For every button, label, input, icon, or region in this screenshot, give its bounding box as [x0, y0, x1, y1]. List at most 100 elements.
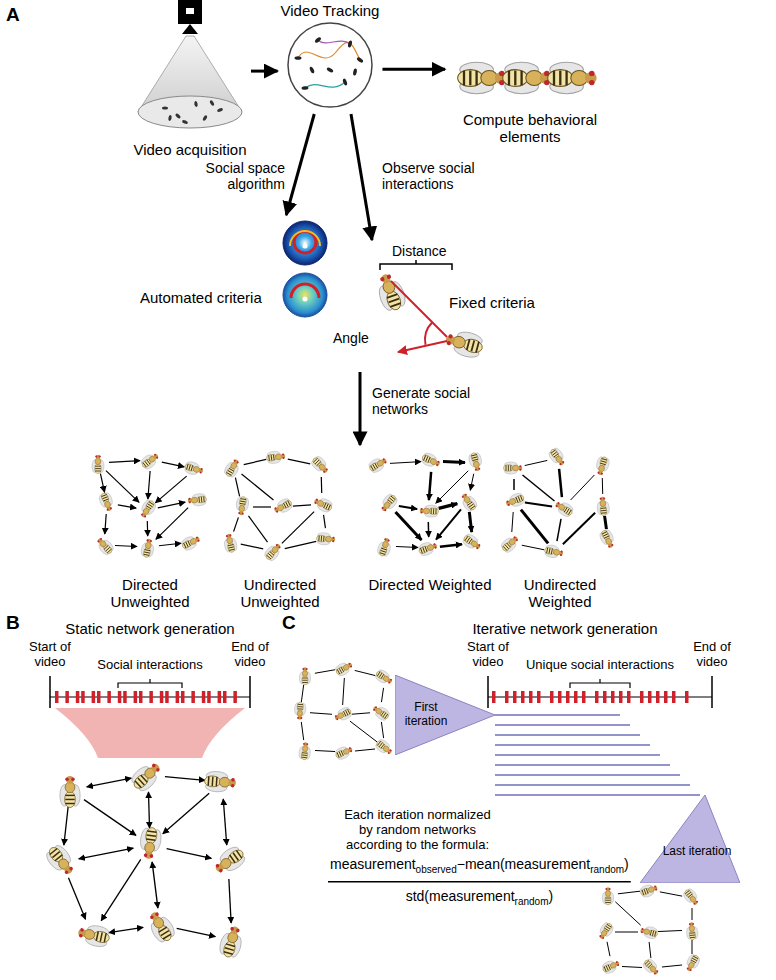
measure-label: Distance	[392, 243, 446, 259]
network-link	[148, 471, 150, 499]
fly-figure	[547, 446, 568, 468]
interaction-mark	[640, 691, 644, 703]
network-link	[310, 713, 332, 715]
fly-eye	[144, 853, 148, 857]
network-link	[396, 546, 418, 547]
network-link	[660, 892, 682, 896]
fly-abdomen	[503, 70, 528, 87]
network-link	[109, 927, 143, 932]
network-link	[253, 506, 271, 507]
fly-head	[334, 715, 340, 721]
iteration-triangle: First iteration	[395, 675, 495, 755]
arena	[138, 96, 242, 128]
formula-denominator: std(measurementrandom)	[406, 888, 554, 907]
fly-stripe	[387, 294, 398, 298]
fly-eye	[421, 508, 423, 510]
caption: Video Tracking	[281, 2, 380, 19]
fly-eye	[332, 540, 334, 542]
fly-stripe	[302, 752, 307, 754]
fly-stripe	[52, 852, 59, 858]
fly-head	[420, 508, 425, 513]
fly-head	[608, 542, 614, 548]
fly-head	[96, 455, 100, 459]
fly-stripe	[228, 545, 233, 546]
fly-stripe	[506, 465, 507, 471]
fly-figure	[596, 496, 610, 516]
fly-head	[599, 934, 605, 940]
formula-term: )	[624, 856, 629, 872]
fly-figure	[316, 532, 335, 545]
distance-line	[391, 281, 447, 337]
fly-stripe	[298, 706, 303, 707]
fly-stripe	[389, 299, 400, 303]
fly-eye	[616, 961, 619, 964]
flow-arrow	[251, 70, 278, 73]
network-link	[381, 722, 383, 738]
network-link	[163, 793, 209, 834]
fly-head	[689, 922, 694, 927]
network-link	[470, 474, 473, 490]
heading-arrow	[398, 341, 447, 352]
fly-stripe	[143, 463, 146, 467]
fly-head	[518, 466, 522, 470]
timeline-label: End of video	[684, 640, 740, 670]
fly-head	[653, 969, 659, 975]
fly-figure	[204, 771, 237, 793]
fly-eye	[233, 459, 236, 462]
network-link	[429, 472, 431, 500]
fly-head	[63, 865, 74, 876]
fly-figure	[458, 62, 507, 94]
fly-stripe	[138, 778, 144, 785]
fly-figure	[468, 451, 484, 472]
fly-figure	[180, 533, 202, 552]
network-link	[512, 512, 513, 532]
figure-panel: Video acquisition	[129, 0, 251, 158]
fly-eye	[380, 277, 385, 282]
fly-head	[384, 537, 390, 543]
network-link	[177, 928, 216, 936]
fly-figure	[217, 924, 245, 960]
fly-head	[512, 536, 518, 542]
fly-stripe	[344, 711, 346, 716]
fly-stripe	[473, 459, 478, 460]
fly-eye	[151, 763, 156, 768]
fly-eye	[655, 888, 657, 890]
panel-letter: B	[6, 612, 20, 634]
fly-stripe	[551, 450, 555, 453]
network-link	[301, 722, 303, 740]
fly-eye	[188, 498, 190, 500]
fly-stripe	[191, 465, 193, 470]
fly-eye	[387, 752, 390, 755]
fly-eye	[506, 500, 509, 503]
fly-stripe	[428, 457, 430, 462]
interaction-mark	[521, 691, 525, 703]
fly-eye	[382, 458, 385, 461]
fly-abdomen	[504, 465, 514, 471]
fly-stripe	[184, 543, 186, 548]
fly-stripe	[503, 546, 507, 550]
network-link	[381, 688, 383, 702]
fly-eye	[696, 900, 699, 903]
fly-stripe	[146, 839, 155, 840]
fly-stripe	[286, 502, 289, 507]
fly-stripe	[298, 704, 303, 705]
fly-eye	[64, 870, 69, 875]
fly-stripe	[203, 497, 204, 503]
interaction-mark	[76, 691, 80, 703]
fly-eye	[387, 539, 390, 542]
interaction-mark	[558, 691, 562, 703]
camera-nozzle	[182, 24, 198, 34]
fly-figure	[504, 462, 523, 474]
fly-stripe	[383, 713, 386, 717]
fly-figure	[374, 738, 395, 758]
formula-subscript: random	[515, 896, 549, 907]
fly-stripe	[516, 497, 518, 502]
fly-stripe	[321, 536, 322, 542]
fly-eye	[560, 550, 562, 552]
fly-figure	[76, 922, 111, 948]
fly-head	[600, 497, 605, 502]
interaction-mark	[603, 691, 607, 703]
fly-eye	[388, 681, 391, 684]
interaction-mark	[566, 691, 570, 703]
fly-eye	[215, 863, 220, 868]
